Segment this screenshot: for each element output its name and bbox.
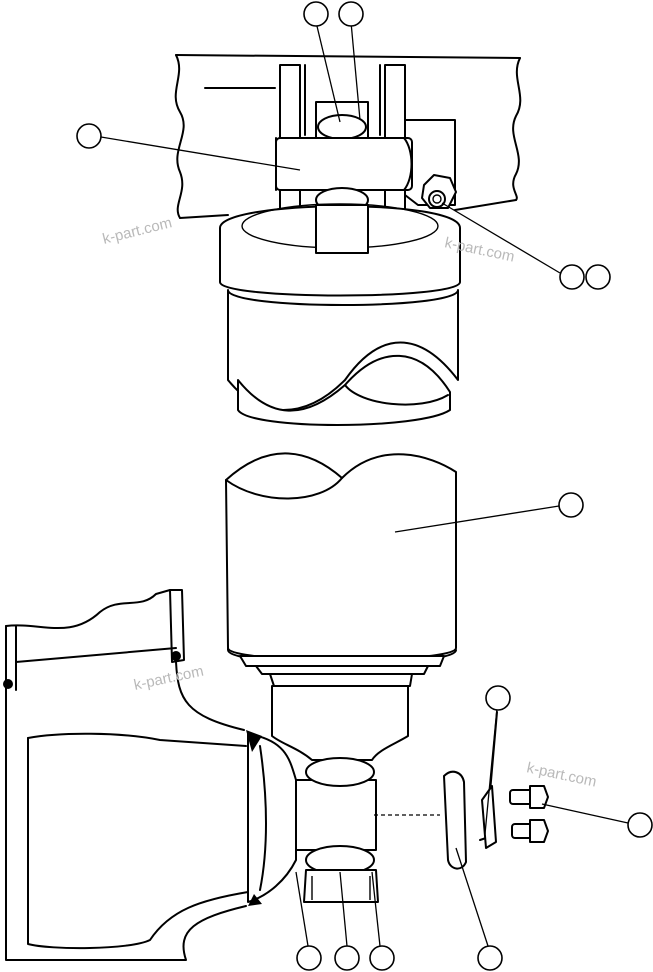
callout-circle-nut-a bbox=[559, 264, 585, 290]
weld-marks bbox=[3, 651, 262, 906]
callout-circle-top-right bbox=[338, 1, 364, 27]
leader-lines bbox=[100, 21, 629, 947]
lower-axle-frame bbox=[5, 589, 297, 961]
callout-circle-nut-b bbox=[585, 264, 611, 290]
callout-circle-bottom-2 bbox=[334, 945, 360, 971]
callout-circle-cylinder bbox=[558, 492, 584, 518]
watermark-text: k-part.com bbox=[101, 214, 174, 248]
watermark-text: k-part.com bbox=[132, 663, 205, 694]
upper-nut bbox=[421, 174, 457, 209]
callout-circle-clip bbox=[485, 685, 511, 711]
callout-circle-upper-bracket bbox=[76, 123, 102, 149]
cylinder-seal-rings bbox=[239, 655, 445, 687]
callout-circle-bottom-1 bbox=[296, 945, 322, 971]
upper-cylinder-housing bbox=[219, 203, 461, 426]
callout-circle-shim bbox=[477, 945, 503, 971]
callout-circle-top-left bbox=[303, 1, 329, 27]
shim-plate bbox=[443, 770, 467, 870]
callout-circle-bolts bbox=[627, 812, 653, 838]
middle-cylinder bbox=[225, 452, 457, 665]
callout-circle-bottom-3 bbox=[369, 945, 395, 971]
lower-spindle bbox=[271, 685, 409, 903]
upper-frame bbox=[174, 54, 522, 219]
mounting-bolts bbox=[509, 785, 549, 843]
